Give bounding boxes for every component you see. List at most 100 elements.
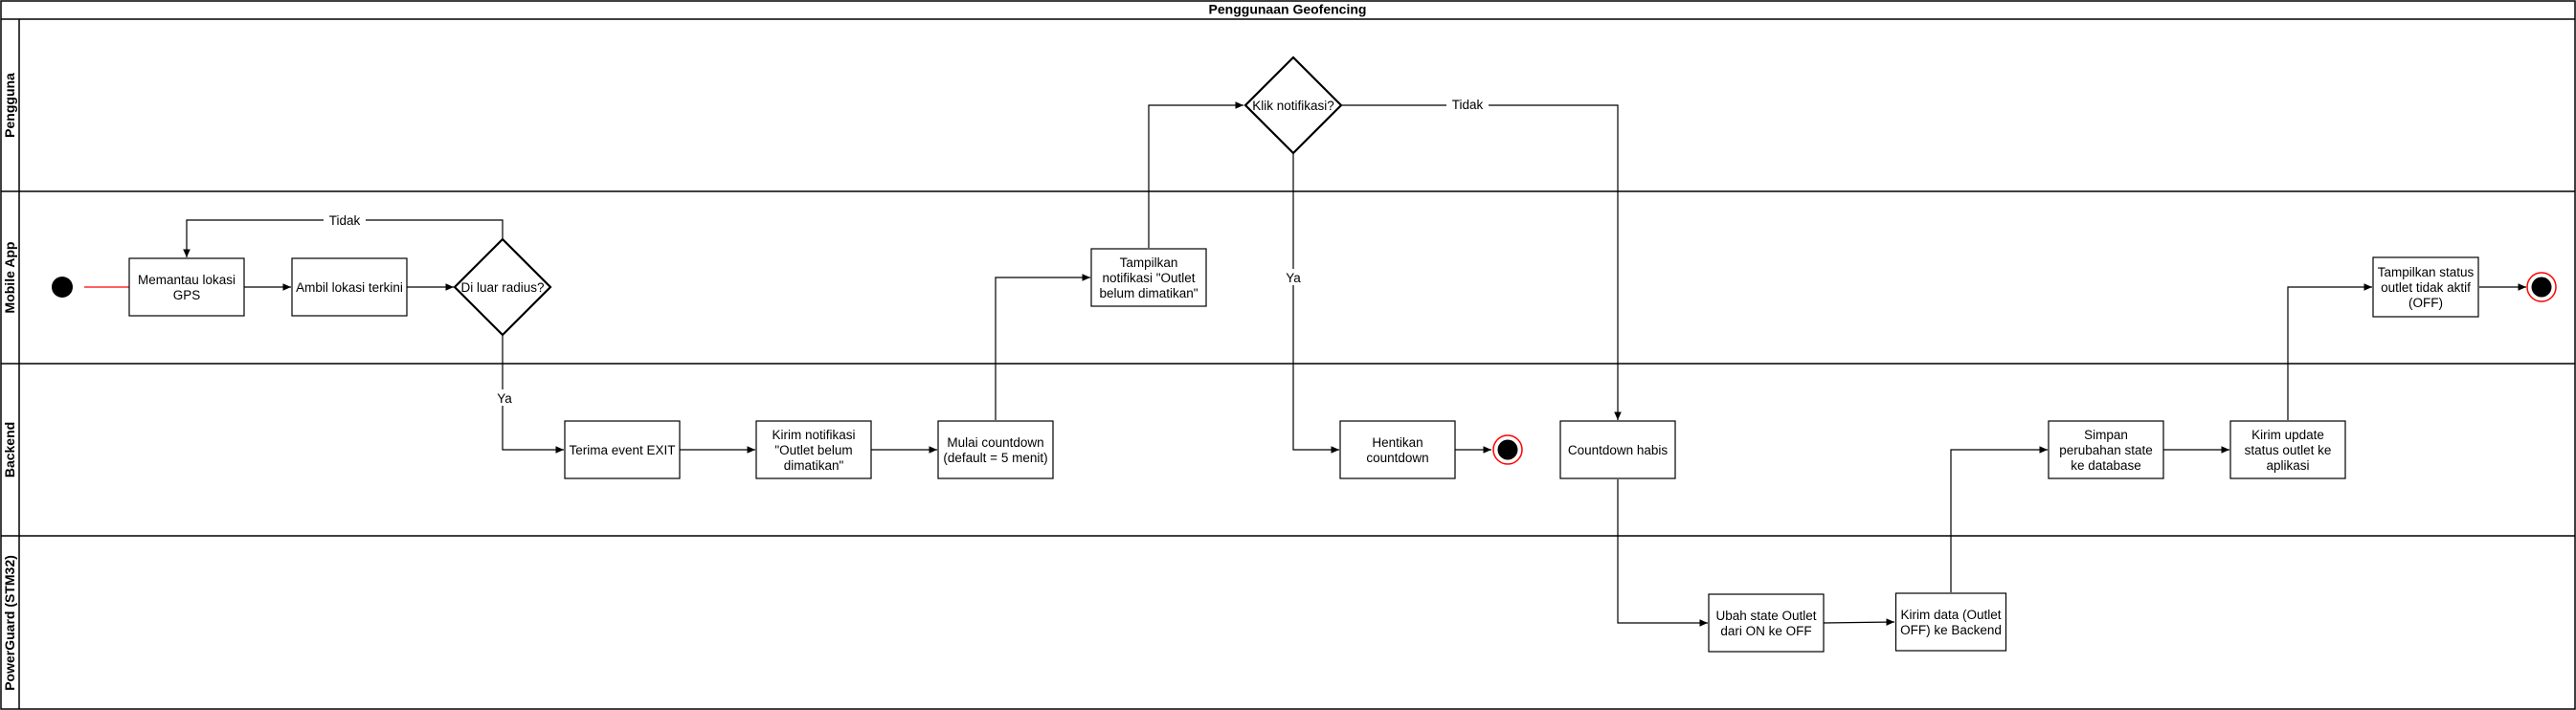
node-label-line: perubahan state — [2059, 443, 2153, 457]
edge-klik-notif-to-hentikan-countdown — [1292, 154, 1339, 454]
node-label-line: status outlet ke — [2245, 443, 2332, 457]
edge-mulai-countdown-to-tampilkan-notif — [995, 274, 1090, 420]
node-start — [52, 277, 73, 298]
node-label-line: Memantau lokasi — [138, 273, 235, 287]
node-label-line: "Outlet belum — [774, 443, 852, 457]
edge-di-luar-radius-to-terima-exit — [502, 336, 564, 454]
node-label-line: dimatikan" — [784, 458, 844, 473]
node-end-mobile — [2526, 272, 2557, 302]
lane-label-powerguard: PowerGuard (STM32) — [2, 555, 17, 691]
edge-label-tidak: Tidak — [1452, 98, 1484, 112]
node-label-line: (default = 5 menit) — [943, 451, 1047, 465]
node-label: Mulai countdown(default = 5 menit) — [943, 435, 1047, 465]
action-box — [1339, 420, 1456, 479]
edge-label-bg — [1283, 269, 1304, 285]
node-label-line: Mulai countdown — [947, 435, 1043, 450]
node-label-line: Klik notifikasi? — [1252, 99, 1334, 113]
end-node-dot — [2531, 277, 2552, 298]
action-box — [128, 257, 245, 317]
edge-label-ya: Ya — [1286, 271, 1301, 285]
action-box — [755, 420, 872, 479]
node-klik-notif: Klik notifikasi? — [1243, 55, 1343, 155]
action-box — [1894, 592, 2007, 652]
edge-kirim-data-to-simpan-perubahan — [1950, 446, 2048, 592]
node-label-line: Kirim notifikasi — [772, 428, 855, 442]
node-label-line: ke database — [2071, 458, 2141, 473]
node-label-line: Countdown habis — [1568, 443, 1669, 457]
edge-kirim-update-to-tampilkan-status — [2287, 283, 2372, 420]
node-label: Terima event EXIT — [569, 443, 675, 457]
node-ambil-lokasi: Ambil lokasi terkini — [291, 257, 408, 317]
node-label-line: countdown — [1366, 451, 1428, 465]
edges — [84, 101, 2526, 627]
node-label-line: aplikasi — [2266, 458, 2309, 473]
node-label: Ambil lokasi terkini — [296, 280, 403, 295]
action-box — [1559, 420, 1676, 479]
node-mulai-countdown: Mulai countdown(default = 5 menit) — [937, 420, 1054, 479]
end-node-dot — [1497, 439, 1518, 460]
edge-label-bg — [494, 389, 515, 406]
node-label-line: OFF) ke Backend — [1900, 623, 2002, 637]
edge-label-tidak: Tidak — [329, 213, 361, 228]
edge-klik-notif-to-countdown-habis — [1342, 104, 1622, 420]
edge-label-bg — [324, 211, 366, 228]
node-label-line: notifikasi "Outlet — [1102, 271, 1195, 285]
node-label-line: Tampilkan — [1120, 255, 1178, 270]
action-box — [291, 257, 408, 317]
decision-diamond — [453, 237, 552, 337]
node-label-line: Kirim update — [2251, 428, 2324, 442]
node-label-line: Terima event EXIT — [569, 443, 675, 457]
node-label-line: Ambil lokasi terkini — [296, 280, 403, 295]
action-box — [2048, 420, 2164, 479]
node-label-line: belum dimatikan" — [1099, 286, 1198, 300]
edge-tampilkan-notif-to-klik-notif — [1148, 101, 1243, 248]
node-label-line: dari ON ke OFF — [1720, 624, 1811, 638]
node-label-line: outlet tidak aktif — [2381, 280, 2471, 295]
action-box — [1090, 248, 1207, 307]
action-box — [2372, 256, 2479, 318]
node-end-backend — [1492, 434, 1523, 465]
node-label-line: Tampilkan status — [2378, 265, 2475, 279]
edge-label-ya: Ya — [497, 391, 512, 406]
swimlanes: Pengguna Mobile App Backend PowerGuard (… — [1, 19, 2575, 709]
node-label-line: (OFF) — [2408, 296, 2443, 310]
action-box — [937, 420, 1054, 479]
edge-countdown-habis-to-ubah-state — [1617, 479, 1708, 627]
node-label: Klik notifikasi? — [1252, 99, 1334, 113]
node-label: Countdown habis — [1568, 443, 1669, 457]
lane-label-mobile-app: Mobile App — [2, 242, 17, 314]
edge-label-bg — [1446, 96, 1489, 112]
decision-diamond — [1243, 55, 1343, 155]
node-terima-exit: Terima event EXIT — [564, 420, 681, 479]
node-label-line: Hentikan — [1372, 435, 1422, 450]
edge-ubah-state-to-kirim-data — [1823, 618, 1895, 626]
node-di-luar-radius: Di luar radius? — [453, 237, 552, 337]
lane-label-pengguna: Pengguna — [2, 73, 17, 138]
start-node — [52, 277, 73, 298]
node-label-line: Kirim data (Outlet — [1900, 608, 2001, 622]
node-label-line: Di luar radius? — [460, 280, 544, 295]
node-label-line: Simpan — [2084, 428, 2128, 442]
node-countdown-habis: Countdown habis — [1559, 420, 1676, 479]
node-label-line: GPS — [173, 288, 201, 302]
action-box — [1708, 593, 1825, 653]
